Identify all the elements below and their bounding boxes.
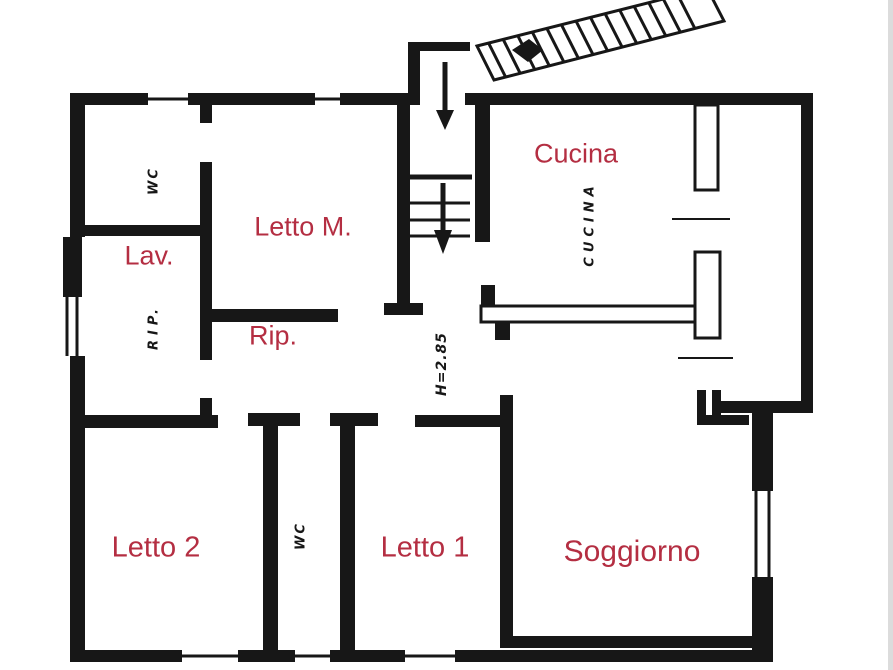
- wall: [200, 398, 212, 416]
- room-label-letto-2: Letto 2: [111, 531, 201, 564]
- wall: [397, 105, 410, 311]
- wall: [752, 577, 773, 662]
- staircase-outline: [474, 0, 727, 82]
- annotation-wc-upper: WC: [146, 167, 162, 195]
- annotation-ceiling-height: H=2.85: [434, 332, 450, 396]
- interior-walls: [70, 105, 752, 652]
- wall: [384, 303, 423, 315]
- wall: [238, 650, 295, 662]
- room-label-letto-m: Letto M.: [254, 211, 352, 242]
- wall: [717, 401, 813, 413]
- room-label-soggiorno: Soggiorno: [563, 535, 701, 568]
- entrance-arrow-icon: [436, 62, 454, 130]
- kitchen-walls: [479, 103, 722, 340]
- wall: [500, 395, 513, 648]
- wall: [70, 650, 182, 662]
- wall: [188, 93, 315, 105]
- wall: [479, 304, 702, 324]
- wall: [752, 413, 773, 491]
- room-label-cucina: Cucina: [533, 138, 619, 169]
- staircase-steps: [487, 0, 697, 78]
- wall: [697, 390, 706, 423]
- wall: [697, 415, 749, 425]
- outer-walls: [63, 42, 813, 662]
- wall: [712, 390, 721, 417]
- stairs-down-arrow-icon: [434, 183, 452, 254]
- exterior-staircase: [474, 0, 727, 82]
- wall: [465, 93, 813, 105]
- room-label-rip: Rip.: [248, 320, 298, 351]
- wall: [693, 250, 722, 340]
- wall: [70, 356, 85, 662]
- wall: [408, 42, 470, 51]
- interior-staircase: [408, 174, 472, 238]
- staircase-landing-mark: [512, 39, 543, 62]
- annotation-cucina: CUCINA: [582, 181, 598, 267]
- wall: [200, 105, 212, 123]
- annotation-wc-lower: WC: [293, 522, 309, 550]
- wall: [63, 237, 82, 297]
- wall: [212, 309, 338, 322]
- wall: [340, 426, 355, 652]
- wall: [801, 93, 813, 413]
- wall: [415, 415, 513, 427]
- wall: [455, 650, 773, 662]
- wall: [340, 93, 410, 105]
- wall: [85, 225, 202, 236]
- wall: [248, 413, 300, 426]
- room-label-lav: Lav.: [124, 240, 174, 271]
- windows: [65, 97, 771, 658]
- wall: [263, 426, 278, 652]
- wall: [495, 322, 510, 340]
- wall: [693, 103, 720, 192]
- wall: [330, 650, 405, 662]
- wall: [513, 636, 752, 648]
- wall: [200, 162, 212, 360]
- wall: [70, 93, 85, 237]
- room-label-letto-1: Letto 1: [380, 531, 470, 564]
- wall: [70, 93, 148, 105]
- annotation-rip: RIP.: [146, 304, 162, 350]
- door-lines: [672, 218, 733, 359]
- wall: [475, 105, 490, 242]
- wall: [408, 42, 420, 105]
- wall: [330, 413, 378, 426]
- page-edge-strip: [888, 0, 893, 670]
- wall: [70, 415, 218, 428]
